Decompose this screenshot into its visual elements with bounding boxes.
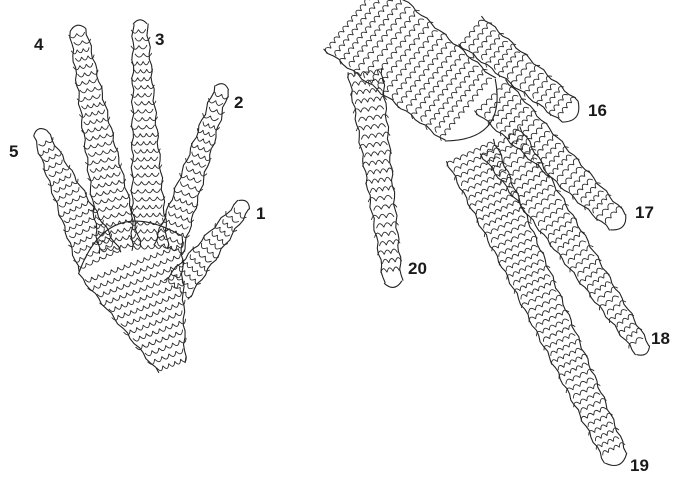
toe-1-edge-right bbox=[164, 200, 238, 281]
label-17: 17 bbox=[635, 204, 654, 221]
label-2: 2 bbox=[234, 94, 243, 111]
digit-20 bbox=[347, 68, 403, 288]
digit-16-edge-left bbox=[459, 44, 562, 122]
label-16: 16 bbox=[588, 102, 607, 119]
digit-18-tip bbox=[636, 346, 649, 356]
toe-4 bbox=[69, 25, 142, 254]
left-palm-edge-left bbox=[181, 236, 186, 364]
toe-5-tip bbox=[34, 129, 47, 136]
digit-18-edge-right bbox=[520, 127, 649, 347]
toe-1-tip bbox=[239, 200, 250, 209]
digit-20-tip bbox=[384, 281, 402, 288]
toe-3-tip bbox=[133, 20, 147, 25]
digit-19-edge-left bbox=[447, 161, 605, 463]
digit-19 bbox=[447, 139, 627, 466]
left-palm-scales bbox=[85, 243, 186, 371]
digit-16 bbox=[459, 16, 579, 122]
digit-20-scales bbox=[347, 70, 401, 273]
digit-17-tip bbox=[610, 214, 626, 230]
label-1: 1 bbox=[256, 205, 265, 222]
label-18: 18 bbox=[651, 330, 670, 347]
digit-19-tip bbox=[605, 453, 627, 466]
toe-4-scales bbox=[69, 32, 142, 252]
digit-16-edge-right bbox=[481, 16, 578, 102]
right-limb-scales bbox=[325, 0, 492, 141]
toe-4-tip bbox=[70, 25, 86, 31]
toe-2 bbox=[154, 84, 229, 255]
digit-16-tip bbox=[562, 102, 579, 122]
label-20: 20 bbox=[408, 260, 427, 277]
label-4: 4 bbox=[34, 36, 43, 53]
label-19: 19 bbox=[630, 457, 649, 474]
right-foot-drawing bbox=[324, 0, 650, 466]
label-5: 5 bbox=[9, 143, 18, 160]
toe-3-scales bbox=[130, 29, 169, 249]
left-foot-drawing bbox=[34, 20, 250, 373]
digit-16-scales bbox=[460, 20, 576, 118]
toe-3 bbox=[130, 20, 169, 251]
toe-5-edge-right bbox=[34, 136, 79, 272]
right-limb bbox=[324, 0, 498, 141]
label-3: 3 bbox=[155, 31, 164, 48]
toe-2-tip bbox=[215, 84, 228, 91]
